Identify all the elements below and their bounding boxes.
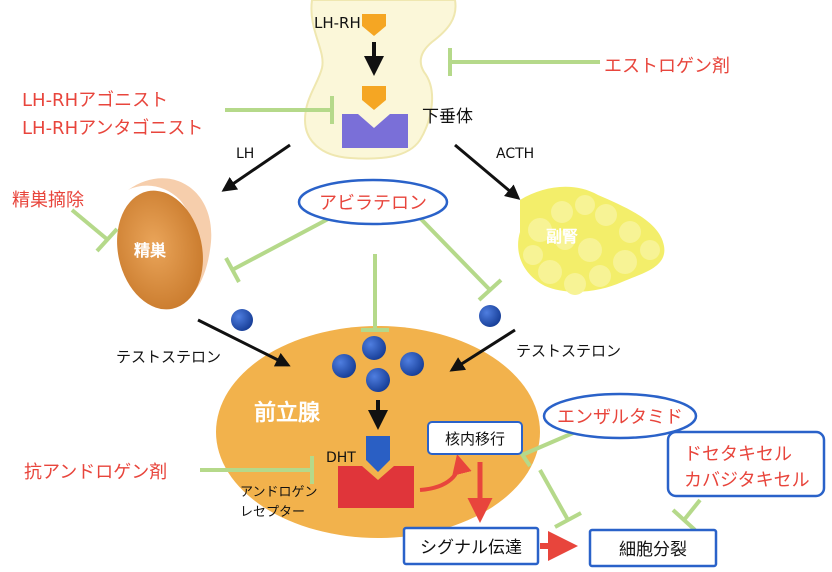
lh-label: LH [236, 146, 254, 162]
testis-label: 精巣 [134, 241, 167, 260]
signal-label: シグナル伝達 [420, 538, 522, 558]
lhrh-hormone-bound [362, 86, 386, 110]
receptor-label-line1: アンドロゲン [240, 485, 317, 500]
testis-shape [117, 190, 203, 310]
pituitary-label: 下垂体 [422, 107, 473, 127]
prostate-label: 前立腺 [254, 400, 321, 426]
abiraterone-oval [297, 178, 449, 226]
molecule-prostate-2 [332, 354, 356, 378]
acth-label: ACTH [496, 146, 534, 162]
inhibition-lines [70, 48, 702, 532]
pituitary-receptor [342, 114, 408, 148]
testosterone-left-arrow [197, 318, 291, 367]
molecule-testis [231, 309, 253, 331]
acth-arrow [454, 143, 521, 200]
molecule-adrenal [479, 305, 501, 327]
signal-box [402, 526, 540, 566]
testosterone-right-label: テストステロン [516, 342, 621, 360]
nuclear-box [427, 421, 523, 455]
estrogen-label: エストロゲン剤 [604, 56, 730, 77]
abiraterone-label: アビラテロン [319, 193, 427, 214]
enzalutamide-label: エンザルタミド [557, 407, 683, 428]
molecule-prostate-4 [366, 368, 390, 392]
receptor-label-line2: レセプター [240, 505, 305, 520]
division-label: 細胞分裂 [619, 540, 687, 560]
nuclear-label: 核内移行 [445, 430, 505, 448]
testosterone-left-label: テストステロン [116, 348, 221, 366]
testosterone-right-arrow [449, 328, 516, 372]
androgen-receptor [338, 466, 414, 508]
testis-cap [128, 178, 212, 306]
prostate-shape [216, 326, 540, 538]
docetaxel-label: ドセタキセル [684, 444, 792, 465]
nuclear-curve-arrow [419, 454, 472, 492]
cabazitaxel-label: カバジタキセル [684, 470, 810, 491]
orchiectomy-label: 精巣摘除 [12, 190, 84, 211]
enzalutamide-oval [542, 392, 698, 440]
molecule-prostate-3 [400, 352, 424, 376]
adrenal-shape [518, 186, 665, 295]
antagonist-label: LH-RHアンタゴニスト [22, 118, 203, 139]
molecule-prostate-1 [362, 336, 386, 360]
lhrh-hormone [362, 14, 386, 36]
agonist-label: LH-RHアゴニスト [22, 90, 168, 111]
lh-arrow [221, 143, 291, 192]
dht-molecule [366, 436, 390, 472]
docetaxel-box [666, 430, 826, 498]
antiandrogen-label: 抗アンドロゲン剤 [24, 462, 167, 483]
lhrh-label: LH-RH [314, 14, 361, 32]
dht-label: DHT [326, 450, 356, 466]
adrenal-label: 副腎 [546, 227, 578, 246]
division-box [588, 528, 718, 568]
